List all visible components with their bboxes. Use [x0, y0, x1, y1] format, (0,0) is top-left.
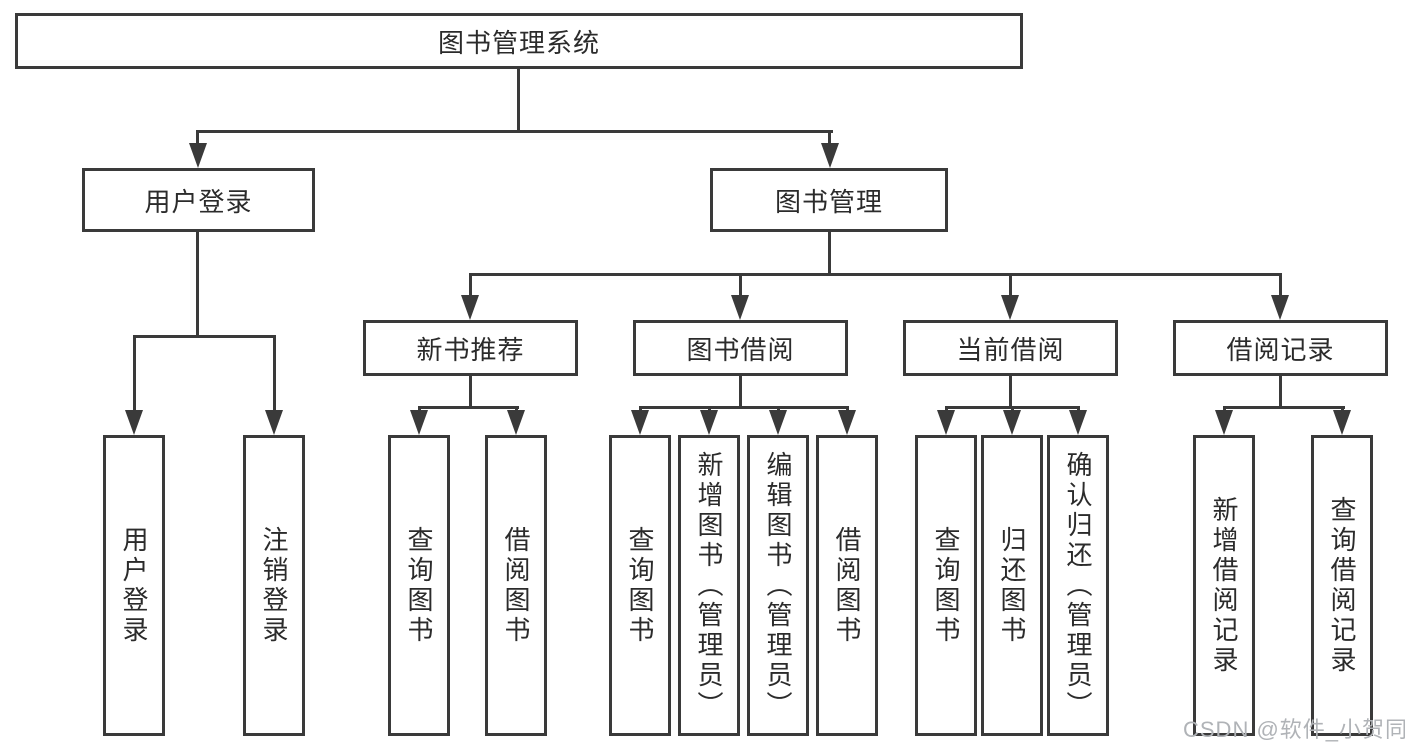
- leaf-add-borrow-record-label: 新增借阅记录: [1209, 495, 1239, 676]
- connector-line: [1077, 406, 1080, 413]
- node-book-management-label: 图书管理: [774, 186, 883, 217]
- leaf-borrow-books-recommend-label: 借阅图书: [501, 525, 531, 646]
- connector-line: [1009, 273, 1012, 298]
- node-current-borrowing-label: 当前借阅: [956, 334, 1065, 365]
- node-book-borrowing-label: 图书借阅: [686, 334, 795, 365]
- connector-line: [777, 406, 780, 413]
- leaf-search-books-current: 查询图书: [915, 435, 977, 736]
- arrow-down-icon: [1069, 410, 1087, 435]
- leaf-edit-books-admin-label: 编辑图书（管理员）: [763, 450, 793, 721]
- connector-line: [133, 335, 136, 413]
- arrow-down-icon: [1001, 295, 1019, 320]
- arrow-down-icon: [937, 410, 955, 435]
- leaf-add-borrow-record: 新增借阅记录: [1193, 435, 1255, 736]
- leaf-add-books-admin: 新增图书（管理员）: [678, 435, 740, 736]
- connector-line: [708, 406, 711, 413]
- connector-line: [418, 406, 519, 409]
- node-borrowing-records: 借阅记录: [1173, 320, 1388, 376]
- connector-line: [828, 130, 831, 146]
- leaf-user-login: 用户登录: [103, 435, 165, 736]
- arrow-down-icon: [631, 410, 649, 435]
- connector-line: [1223, 406, 1226, 413]
- arrow-down-icon: [769, 410, 787, 435]
- connector-line: [469, 273, 1282, 276]
- leaf-add-books-admin-label: 新增图书（管理员）: [694, 450, 724, 721]
- arrow-down-icon: [821, 143, 839, 168]
- arrow-down-icon: [1003, 410, 1021, 435]
- connector-line: [639, 406, 849, 409]
- connector-line: [828, 232, 831, 273]
- connector-line: [846, 406, 849, 413]
- leaf-search-borrow-record-label: 查询借阅记录: [1327, 495, 1357, 676]
- connector-line: [517, 69, 520, 130]
- connector-line: [196, 232, 199, 335]
- leaf-search-books-borrowing-label: 查询图书: [625, 525, 655, 646]
- connector-line: [1341, 406, 1344, 413]
- arrow-down-icon: [125, 410, 143, 435]
- arrow-down-icon: [1215, 410, 1233, 435]
- node-book-management: 图书管理: [710, 168, 948, 232]
- leaf-return-books-label: 归还图书: [997, 525, 1027, 646]
- connector-line: [133, 335, 276, 338]
- node-root: 图书管理系统: [15, 13, 1023, 69]
- connector-line: [515, 406, 518, 413]
- connector-line: [469, 376, 472, 406]
- leaf-confirm-return-admin-label: 确认归还（管理员）: [1063, 450, 1093, 721]
- arrow-down-icon: [265, 410, 283, 435]
- leaf-logout: 注销登录: [243, 435, 305, 736]
- node-book-borrowing: 图书借阅: [633, 320, 848, 376]
- node-new-book-recommendation-label: 新书推荐: [416, 334, 525, 365]
- node-new-book-recommendation: 新书推荐: [363, 320, 578, 376]
- node-user-login: 用户登录: [82, 168, 315, 232]
- leaf-search-borrow-record: 查询借阅记录: [1311, 435, 1373, 736]
- leaf-search-books-recommend: 查询图书: [388, 435, 450, 736]
- arrow-down-icon: [507, 410, 525, 435]
- arrow-down-icon: [1333, 410, 1351, 435]
- arrow-down-icon: [731, 295, 749, 320]
- node-root-label: 图书管理系统: [437, 27, 600, 58]
- leaf-confirm-return-admin: 确认归还（管理员）: [1047, 435, 1109, 736]
- leaf-borrow-books-label: 借阅图书: [832, 525, 862, 646]
- leaf-search-books-current-label: 查询图书: [931, 525, 961, 646]
- csdn-watermark: CSDN @软件_小贺同学: [1183, 717, 1405, 742]
- arrow-down-icon: [461, 295, 479, 320]
- connector-line: [273, 335, 276, 413]
- leaf-edit-books-admin: 编辑图书（管理员）: [747, 435, 809, 736]
- node-current-borrowing: 当前借阅: [903, 320, 1118, 376]
- arrow-down-icon: [700, 410, 718, 435]
- connector-line: [418, 406, 421, 413]
- connector-line: [1279, 273, 1282, 298]
- arrow-down-icon: [410, 410, 428, 435]
- leaf-return-books: 归还图书: [981, 435, 1043, 736]
- leaf-search-books-recommend-label: 查询图书: [404, 525, 434, 646]
- leaf-user-login-label: 用户登录: [119, 525, 149, 646]
- connector-line: [639, 406, 642, 413]
- connector-line: [945, 406, 948, 413]
- connector-line: [469, 273, 472, 298]
- node-user-login-label: 用户登录: [144, 186, 253, 217]
- node-borrowing-records-label: 借阅记录: [1226, 334, 1335, 365]
- connector-line: [1009, 376, 1012, 406]
- connector-line: [1223, 406, 1345, 409]
- connector-line: [196, 130, 833, 133]
- connector-line: [1279, 376, 1282, 406]
- connector-line: [196, 130, 199, 146]
- connector-line: [739, 273, 742, 298]
- leaf-borrow-books: 借阅图书: [816, 435, 878, 736]
- leaf-borrow-books-recommend: 借阅图书: [485, 435, 547, 736]
- arrow-down-icon: [189, 143, 207, 168]
- leaf-logout-label: 注销登录: [259, 525, 289, 646]
- connector-line: [739, 376, 742, 406]
- arrow-down-icon: [1271, 295, 1289, 320]
- arrow-down-icon: [838, 410, 856, 435]
- connector-line: [1011, 406, 1014, 413]
- leaf-search-books-borrowing: 查询图书: [609, 435, 671, 736]
